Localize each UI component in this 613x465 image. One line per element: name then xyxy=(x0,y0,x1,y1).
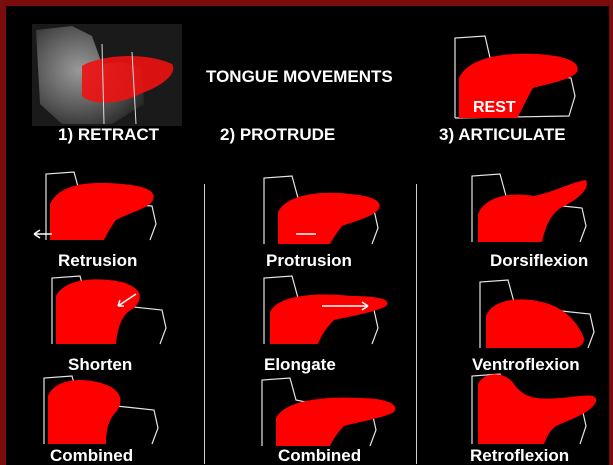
caption-retrusion: Retrusion xyxy=(58,251,168,271)
rest-label: REST xyxy=(473,99,516,116)
tongue-combined-retract-figure xyxy=(36,372,166,444)
column-divider-left xyxy=(204,184,205,464)
tongue-retroflexion-figure xyxy=(464,370,604,444)
mri-image xyxy=(32,24,182,126)
caption-elongate: Elongate xyxy=(264,355,374,375)
caption-retroflexion: Retroflexion xyxy=(470,446,606,465)
tongue-rest-figure: REST xyxy=(447,32,587,118)
tongue-ventroflexion-figure xyxy=(472,276,602,348)
header-articulate: 3) ARTICULATE xyxy=(439,125,566,145)
column-divider-right xyxy=(416,184,417,464)
tongue-retrusion-figure xyxy=(32,168,162,240)
header-retract: 1) RETRACT xyxy=(58,125,159,145)
tongue-dorsiflexion-figure xyxy=(464,170,594,242)
caption-protrusion: Protrusion xyxy=(266,251,386,271)
caption-combined-retract: Combined xyxy=(50,446,160,465)
tongue-elongate-figure xyxy=(256,272,396,344)
caption-combined-protrude: Combined xyxy=(278,446,388,465)
diagram-frame: TONGUE MOVEMENTS REST 1) RETRACT 2) PROT… xyxy=(6,6,609,465)
page-title: TONGUE MOVEMENTS xyxy=(206,67,393,87)
tongue-protrusion-figure xyxy=(256,172,386,244)
caption-dorsiflexion: Dorsiflexion xyxy=(490,251,609,271)
tongue-shorten-figure xyxy=(44,272,174,344)
header-protrude: 2) PROTRUDE xyxy=(220,125,335,145)
tongue-combined-protrude-figure xyxy=(254,374,404,446)
